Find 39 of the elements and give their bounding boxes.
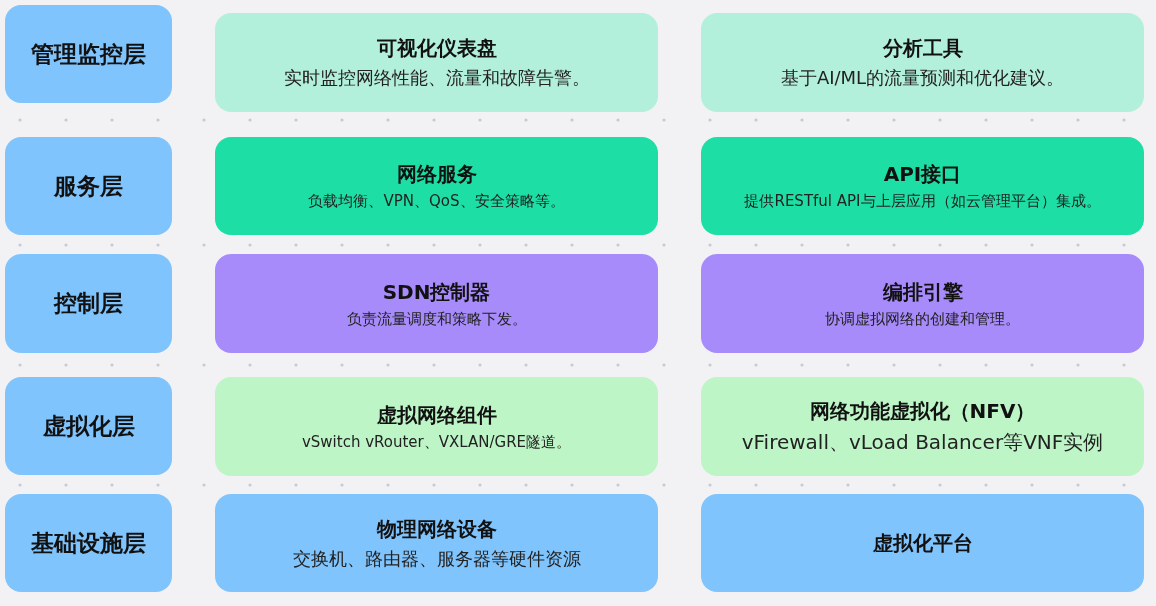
card-title: 分析工具 bbox=[882, 35, 963, 62]
component-card bbox=[215, 13, 658, 112]
card-title: 网络功能虚拟化（NFV） bbox=[809, 397, 1036, 425]
card-title: 虚拟化平台 bbox=[872, 529, 973, 557]
component-card bbox=[215, 494, 658, 592]
component-card bbox=[701, 254, 1144, 353]
card-title: SDN控制器 bbox=[382, 278, 491, 306]
card-description: 提供RESTful API与上层应用（如云管理平台）集成。 bbox=[744, 192, 1101, 211]
component-card bbox=[215, 377, 658, 476]
layer-name: 基础设施层 bbox=[31, 528, 146, 558]
card-title: API接口 bbox=[883, 161, 962, 188]
card-title: 网络服务 bbox=[396, 161, 477, 188]
card-description: vSwitch vRouter、VXLAN/GRE隧道。 bbox=[301, 432, 572, 452]
layer-tab bbox=[5, 254, 172, 353]
card-description: 基于AI/ML的流量预测和优化建议。 bbox=[780, 66, 1065, 90]
layer-name: 虚拟化层 bbox=[42, 411, 135, 441]
layer-name: 控制层 bbox=[54, 289, 123, 318]
component-card bbox=[701, 137, 1144, 235]
layer-name: 管理监控层 bbox=[31, 39, 146, 69]
layer-tab bbox=[5, 137, 172, 235]
card-description: 协调虚拟网络的创建和管理。 bbox=[825, 309, 1020, 329]
layer-tab bbox=[5, 494, 172, 592]
component-card bbox=[215, 137, 658, 235]
card-title: 编排引擎 bbox=[882, 278, 963, 306]
card-description: 负责流量调度和策略下发。 bbox=[346, 309, 527, 329]
card-title: 可视化仪表盘 bbox=[376, 35, 497, 62]
card-description: vFirewall、vLoad Balancer等VNF实例 bbox=[741, 428, 1104, 456]
card-title: 物理网络设备 bbox=[376, 515, 497, 543]
component-card bbox=[701, 13, 1144, 112]
layer-tab bbox=[5, 5, 172, 103]
layer-name: 服务层 bbox=[54, 171, 123, 201]
card-description: 负载均衡、VPN、QoS、安全策略等。 bbox=[308, 192, 565, 211]
layer-tab bbox=[5, 377, 172, 475]
component-card bbox=[701, 377, 1144, 476]
card-description: 交换机、路由器、服务器等硬件资源 bbox=[292, 546, 581, 571]
card-description: 实时监控网络性能、流量和故障告警。 bbox=[283, 66, 590, 90]
card-title: 虚拟网络组件 bbox=[376, 401, 497, 429]
component-card bbox=[701, 494, 1144, 592]
component-card bbox=[215, 254, 658, 353]
